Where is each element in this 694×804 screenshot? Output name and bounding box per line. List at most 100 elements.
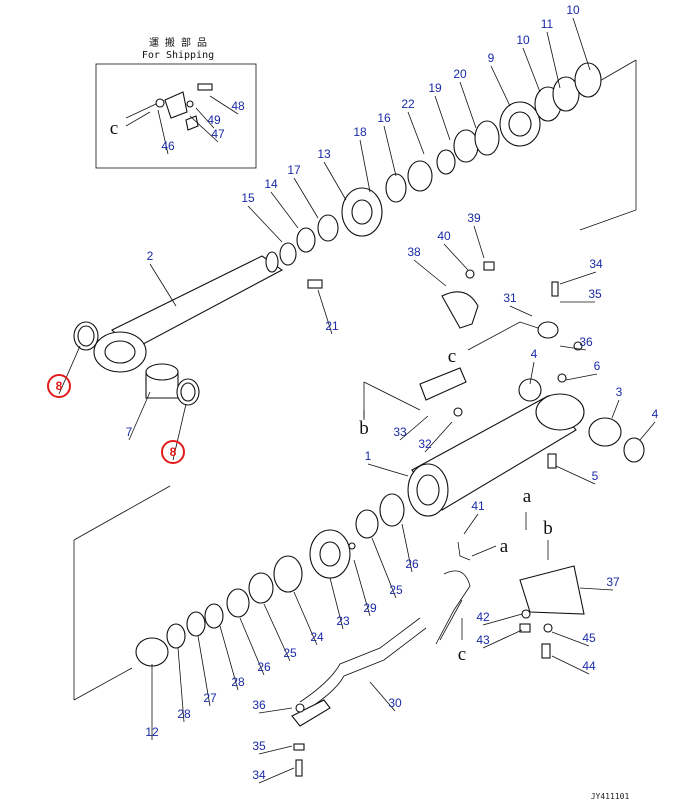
shipping-caption-jp: 運 搬 部 品 <box>149 36 207 49</box>
callout-label-13: 13 <box>317 147 331 161</box>
callout-leader <box>434 95 451 141</box>
callout-leader <box>383 125 397 177</box>
callout-label-26: 26 <box>257 660 271 674</box>
callout-label-6: 6 <box>594 359 601 373</box>
callout-label-25: 25 <box>389 583 403 597</box>
callout-leader <box>413 259 447 287</box>
callout-leader <box>424 421 453 453</box>
callout-leader <box>209 95 239 115</box>
callout-label-3: 3 <box>616 385 623 399</box>
callout-label-36: 36 <box>252 698 266 712</box>
callout-label-32: 32 <box>418 437 432 451</box>
callout-label-1: 1 <box>365 449 372 463</box>
flow-letter-a: a <box>500 536 509 557</box>
callout-leader <box>551 655 590 675</box>
callout-label-39: 39 <box>467 211 481 225</box>
callout-label-18: 18 <box>353 125 367 139</box>
callout-leader <box>270 191 299 229</box>
upper-seal-stack <box>279 62 602 289</box>
callout-label-47: 47 <box>211 127 225 141</box>
callout-label-7: 7 <box>126 425 133 439</box>
callout-label-49: 49 <box>207 113 221 127</box>
callout-leader <box>195 107 215 129</box>
callout-leader <box>559 345 587 351</box>
callout-leader <box>555 465 596 485</box>
callout-label-5: 5 <box>592 469 599 483</box>
callout-leader <box>546 31 561 89</box>
callout-label-46: 46 <box>161 139 175 153</box>
flow-letter-c: c <box>110 118 118 139</box>
callout-leader <box>128 391 151 441</box>
upper-right-fittings <box>419 261 583 469</box>
callout-label-40: 40 <box>437 229 451 243</box>
callout-leader <box>157 109 169 155</box>
callout-label-4: 4 <box>652 407 659 421</box>
callout-label-11: 11 <box>541 17 554 31</box>
callout-leader <box>189 115 219 143</box>
callout-leader <box>369 681 396 712</box>
callout-label-10: 10 <box>566 3 580 17</box>
callout-label-23: 23 <box>336 614 350 628</box>
highlight-ring <box>47 374 71 398</box>
flow-letter-a: a <box>523 486 532 507</box>
callout-leader <box>172 403 187 461</box>
callout-leader <box>407 111 425 155</box>
left-bushings <box>73 321 200 406</box>
callout-label-25: 25 <box>283 646 297 660</box>
flow-letter-b: b <box>359 418 369 439</box>
callout-leader <box>509 305 533 317</box>
callout-label-33: 33 <box>393 425 407 439</box>
callout-leader <box>258 707 293 714</box>
callout-label-41: 41 <box>471 499 485 513</box>
callout-leader <box>247 205 283 243</box>
callout-label-28: 28 <box>231 675 245 689</box>
callout-label-29: 29 <box>363 601 377 615</box>
lower-seal-stack <box>135 493 405 667</box>
callout-leader <box>323 161 347 201</box>
callout-label-10: 10 <box>516 33 530 47</box>
callout-leader <box>482 629 523 649</box>
callout-leader <box>459 81 477 129</box>
callout-label-36: 36 <box>579 335 593 349</box>
callout-leader <box>529 361 535 385</box>
callout-leader <box>611 399 620 419</box>
callout-leader <box>293 177 319 219</box>
callout-label-16: 16 <box>377 111 391 125</box>
callout-leader <box>371 537 397 599</box>
flow-letter-c: c <box>448 346 456 367</box>
highlight-ring <box>161 440 185 464</box>
callout-label-35: 35 <box>588 287 602 301</box>
callout-leader <box>522 47 541 93</box>
callout-label-15: 15 <box>241 191 255 205</box>
callout-label-28: 28 <box>177 707 191 721</box>
callout-leader <box>482 613 523 626</box>
inset-parts <box>125 83 213 131</box>
callout-label-9: 9 <box>488 51 495 65</box>
drawing-code: JY411101 <box>591 792 630 801</box>
callout-leader <box>359 139 371 193</box>
callout-leader <box>490 65 511 107</box>
callout-label-42: 42 <box>476 610 490 624</box>
callout-leader <box>551 631 590 647</box>
callout-labels: 1011109201922161813171415221878484749463… <box>47 3 659 782</box>
callout-label-2: 2 <box>147 249 154 263</box>
callout-label-27: 27 <box>203 691 217 705</box>
callout-label-34: 34 <box>589 257 603 271</box>
callout-leader <box>293 591 318 646</box>
shipping-inset-box <box>95 63 257 169</box>
callout-label-34: 34 <box>252 768 266 782</box>
callout-leader <box>317 289 333 335</box>
callout-leader <box>353 559 371 617</box>
callout-label-17: 17 <box>287 163 301 177</box>
callout-label-24: 24 <box>310 630 324 644</box>
callout-label-20: 20 <box>453 67 467 81</box>
callout-leader <box>443 243 469 271</box>
callout-label-30: 30 <box>388 696 402 710</box>
callout-label-14: 14 <box>264 177 278 191</box>
callout-label-8: 8 <box>56 379 63 393</box>
callout-leader <box>263 603 291 662</box>
callout-leader <box>399 415 429 441</box>
